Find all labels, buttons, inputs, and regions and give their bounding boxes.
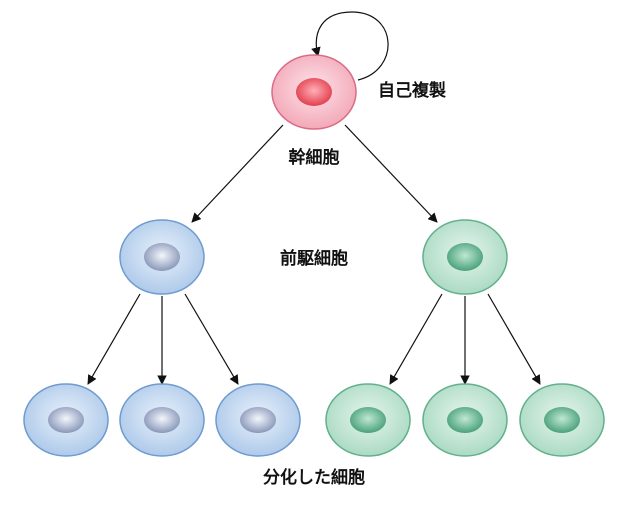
arrow-blue-to-differentiated-1 [87, 293, 141, 385]
arrow-stem-to-progenitor-blue [191, 124, 284, 223]
arrow-stem-to-progenitor-green [344, 124, 438, 223]
differentiated-cell-blue-3 [215, 383, 301, 457]
stem-cell-label: 幹細胞 [289, 147, 340, 168]
progenitor-cell-label: 前駆細胞 [280, 248, 348, 269]
arrow-blue-to-differentiated-3 [184, 293, 239, 385]
differentiated-cell-label: 分化した細胞 [263, 467, 365, 488]
self-renewal-arrow [311, 11, 389, 81]
differentiated-cell-green-1 [325, 383, 411, 457]
stem-cell [271, 54, 357, 130]
arrow-green-to-differentiated-1 [389, 293, 443, 385]
differentiated-cell-blue-2 [119, 383, 205, 457]
self-renewal-label: 自己複製 [378, 80, 446, 101]
differentiated-cell-green-2 [422, 383, 508, 457]
differentiated-cell-green-3 [519, 383, 605, 457]
arrow-green-to-differentiated-3 [487, 293, 541, 385]
progenitor-cell-blue [119, 219, 205, 295]
differentiated-cell-blue-1 [23, 383, 109, 457]
progenitor-cell-green [422, 219, 508, 295]
